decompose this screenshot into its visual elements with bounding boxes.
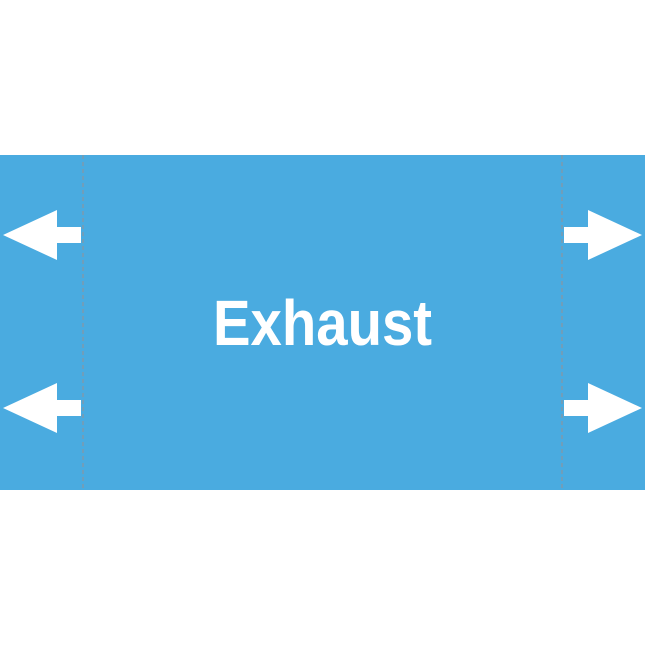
arrow-right-icon bbox=[564, 383, 642, 433]
arrow-left-icon bbox=[3, 210, 81, 260]
marker-background bbox=[0, 155, 645, 490]
arrow-right-icon bbox=[564, 210, 642, 260]
arrow-left-icon bbox=[3, 383, 81, 433]
pipe-marker-graphic bbox=[0, 155, 645, 490]
marker-text: Exhaust bbox=[212, 286, 433, 359]
pipe-marker-label: Exhaust bbox=[0, 155, 645, 490]
